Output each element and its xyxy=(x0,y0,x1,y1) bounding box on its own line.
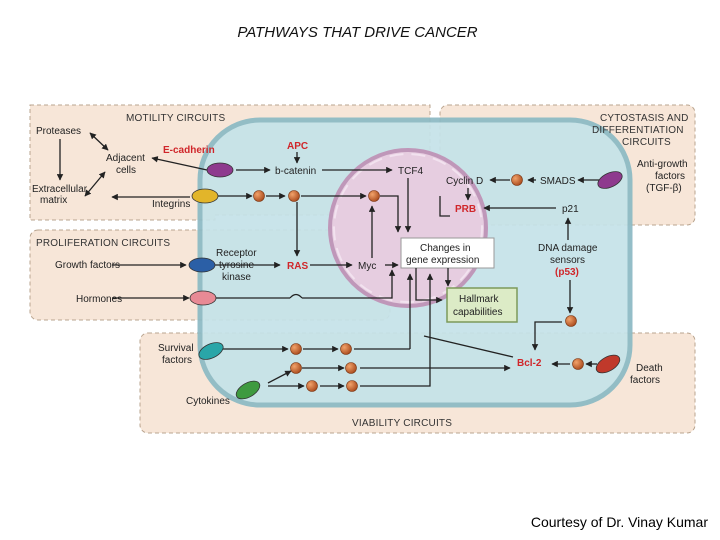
growth-factors-label: Growth factors xyxy=(55,260,120,271)
gene-expression-label-2: gene expression xyxy=(406,255,479,266)
viability-circuits-label: VIABILITY CIRCUITS xyxy=(352,418,452,429)
gene-expression-label-1: Changes in xyxy=(420,243,471,254)
death-factors-label-1: Death xyxy=(636,363,663,374)
hormones-label: Hormones xyxy=(76,294,122,305)
motility-circuits-label: MOTILITY CIRCUITS xyxy=(126,113,225,124)
extracellular-label-1: Extracellular xyxy=(32,184,88,195)
credit-caption: Courtesy of Dr. Vinay Kumar xyxy=(530,514,708,530)
integrin-receptor xyxy=(191,188,219,204)
page-title: PATHWAYS THAT DRIVE CANCER xyxy=(237,24,478,41)
growth-factor-receptor xyxy=(188,257,216,273)
myc-label: Myc xyxy=(358,261,376,272)
adjacent-cells-label-1: Adjacent xyxy=(106,153,145,164)
signaling-molecules xyxy=(253,174,584,392)
tcf4-label: TCF4 xyxy=(398,166,423,177)
hallmark-label-1: Hallmark xyxy=(459,294,499,305)
p53-label: (p53) xyxy=(555,267,579,278)
prb-label: PRB xyxy=(455,204,476,215)
cytostasis-label-1: CYTOSTASIS AND xyxy=(600,113,689,124)
e-cadherin-receptor xyxy=(206,162,234,178)
survival-factors-label-2: factors xyxy=(162,355,192,366)
e-cadherin-label: E-cadherin xyxy=(163,145,215,156)
membrane-receptors xyxy=(188,162,623,400)
receptor-label-3: kinase xyxy=(222,272,251,283)
cytokine-receptor xyxy=(235,380,261,400)
extracellular-label-2: matrix xyxy=(40,195,67,206)
pathway-arrows xyxy=(56,132,610,390)
ras-label: RAS xyxy=(287,261,308,272)
anti-growth-label-1: Anti-growth xyxy=(637,159,688,170)
p21-label: p21 xyxy=(562,204,579,215)
death-receptor xyxy=(595,354,621,374)
receptor-label-1: Receptor xyxy=(216,248,257,259)
b-catenin-label: b-catenin xyxy=(275,166,316,177)
hallmark-label-2: capabilities xyxy=(453,307,502,318)
hallmark-box xyxy=(446,287,518,323)
death-factors-label-2: factors xyxy=(630,375,660,386)
anti-growth-label-3: (TGF-β) xyxy=(646,183,682,194)
integrins-label: Integrins xyxy=(152,199,190,210)
cytokines-label: Cytokines xyxy=(186,396,230,407)
anti-growth-label-2: factors xyxy=(655,171,685,182)
proteases-label: Proteases xyxy=(36,126,81,137)
survival-factors-label-1: Survival xyxy=(158,343,194,354)
dna-damage-label-1: DNA damage xyxy=(538,243,598,254)
tgf-beta-receptor xyxy=(597,171,623,189)
hormone-receptor xyxy=(189,290,217,306)
cytostasis-label-3: CIRCUITS xyxy=(622,137,671,148)
smads-label: SMADS xyxy=(540,176,576,187)
proliferation-circuits-label: PROLIFERATION CIRCUITS xyxy=(36,238,170,249)
apc-label: APC xyxy=(287,141,308,152)
gene-expression-box xyxy=(400,237,495,269)
dna-damage-label-2: sensors xyxy=(550,255,585,266)
cyclin-d-label: Cyclin D xyxy=(446,176,483,187)
cytostasis-label-2: DIFFERENTIATION xyxy=(592,125,684,136)
adjacent-cells-label-2: cells xyxy=(116,165,136,176)
bcl-2-label: Bcl-2 xyxy=(517,358,542,369)
survival-receptor xyxy=(198,342,224,360)
